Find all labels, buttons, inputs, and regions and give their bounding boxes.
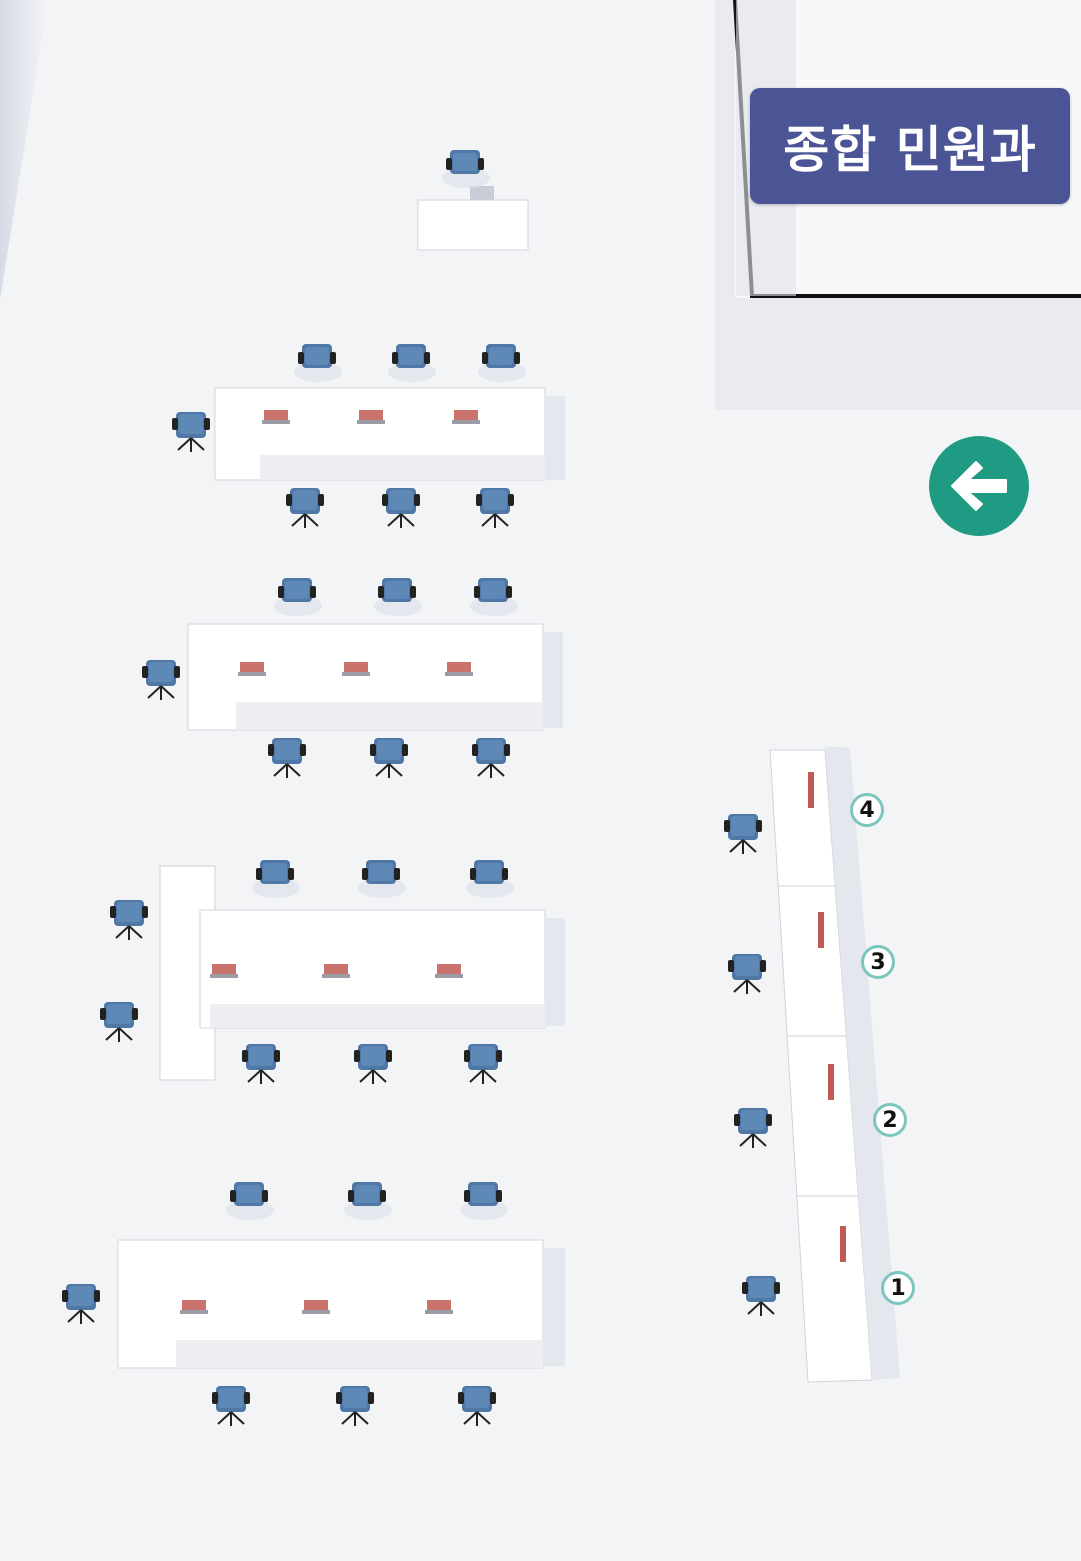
service-window-badge-4: 4 [850, 793, 884, 827]
back-button[interactable] [929, 436, 1029, 536]
service-counter [723, 746, 900, 1383]
service-window-badge-2: 2 [873, 1103, 907, 1137]
service-window-badge-3: 3 [861, 945, 895, 979]
service-window-badge-1: 1 [881, 1271, 915, 1305]
department-label: 종합 민원과 [750, 88, 1070, 204]
desk-cluster-a [171, 344, 565, 529]
arrow-left-icon [951, 461, 1007, 511]
desk-cluster-d [61, 1182, 565, 1427]
desk-cluster-b [141, 578, 563, 779]
desk-cluster-c [99, 860, 565, 1085]
